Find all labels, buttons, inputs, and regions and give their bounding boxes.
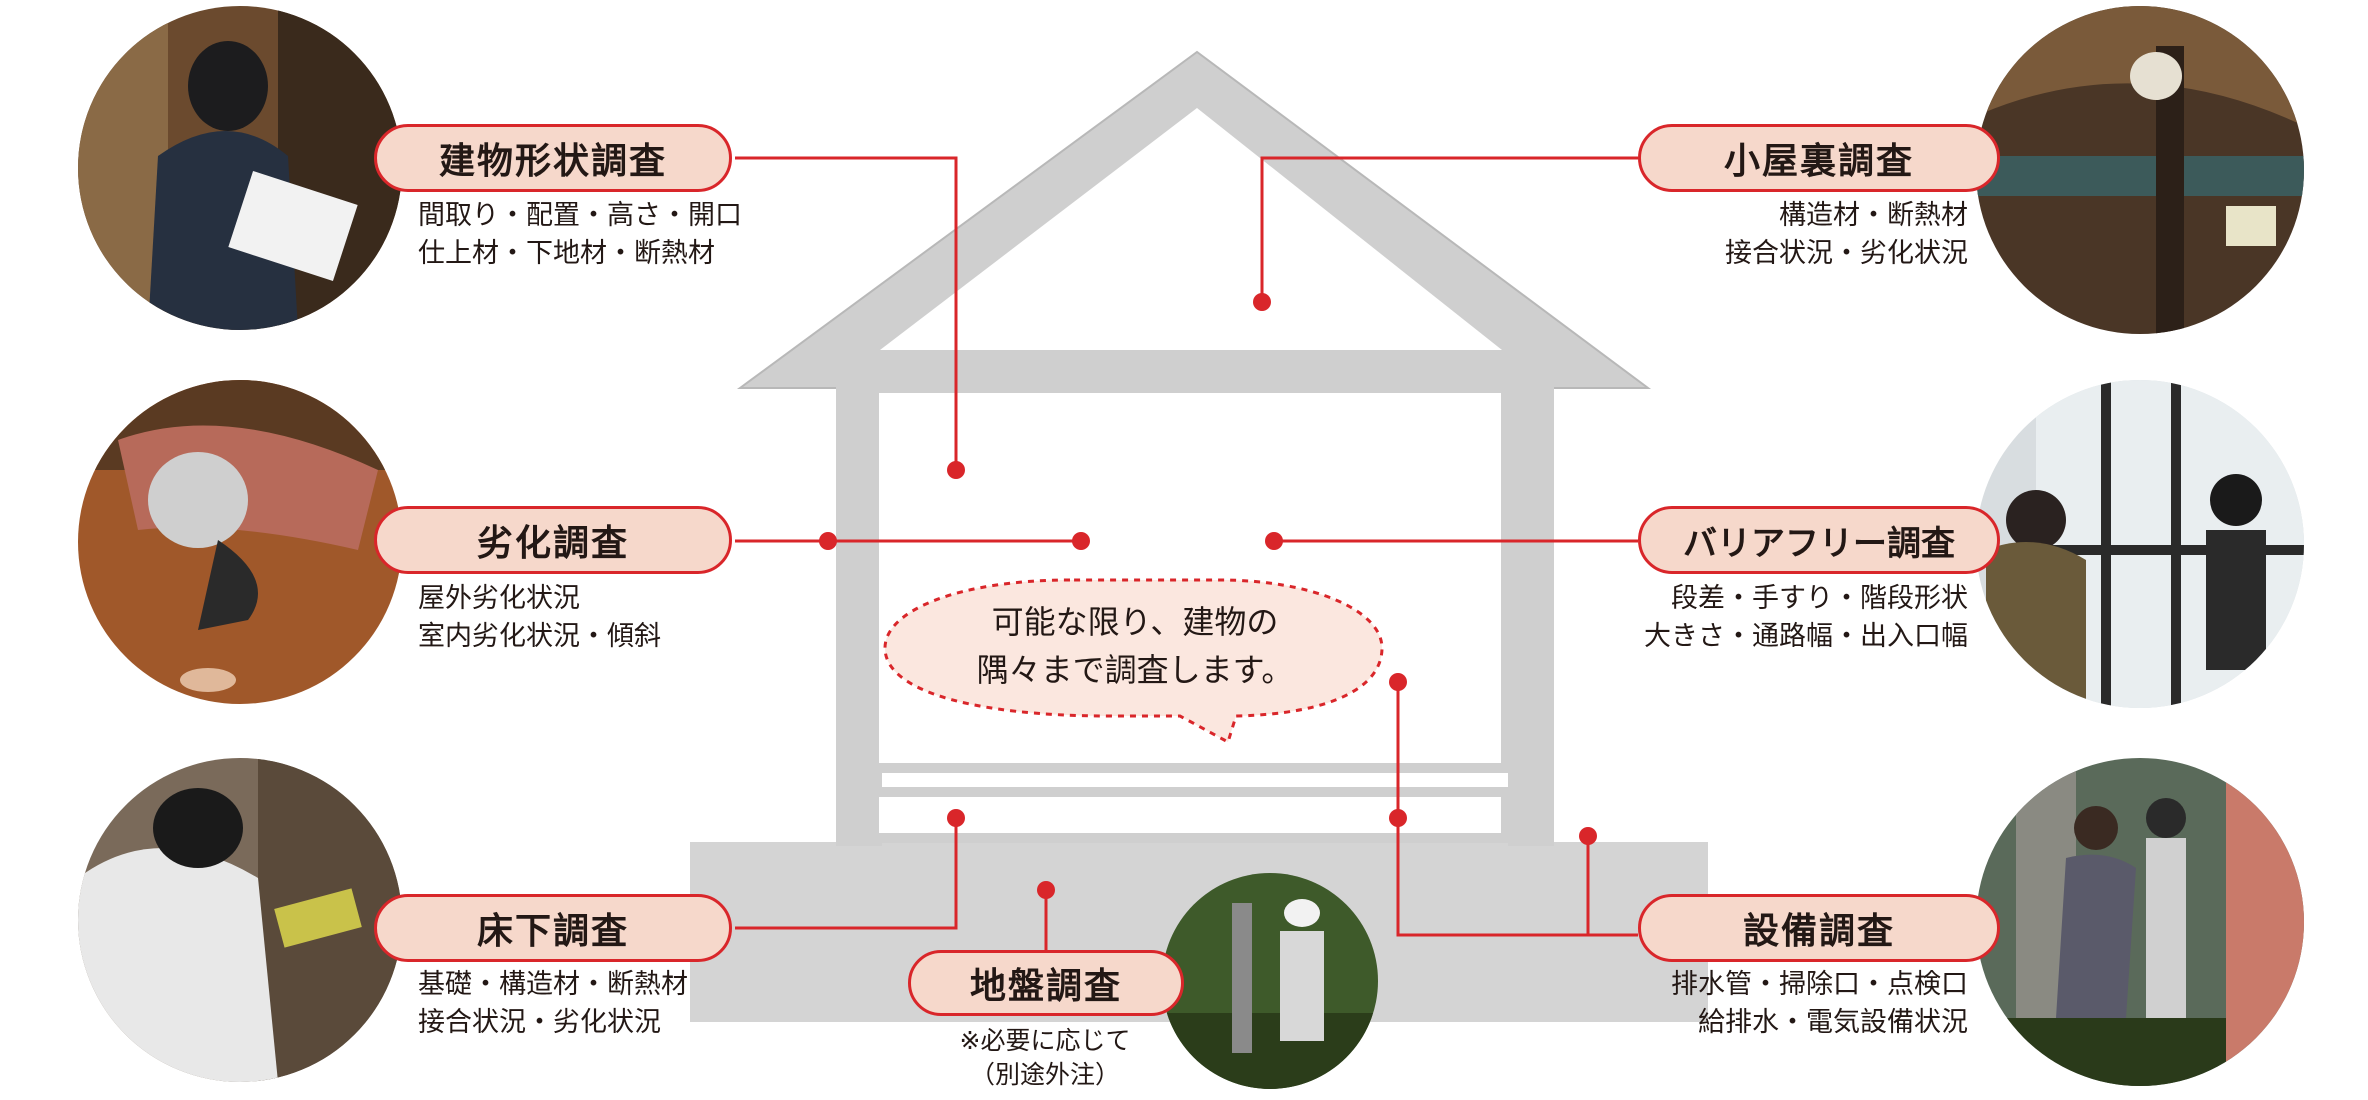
desc-line: 接合状況・劣化状況 xyxy=(1725,238,1968,269)
label-ground-survey: 地盤調査 xyxy=(908,950,1184,1016)
point-dot xyxy=(1389,809,1407,827)
desc-attic-survey: 構造材・断熱材 接合状況・劣化状況 xyxy=(1620,197,1968,273)
point-dot xyxy=(1389,673,1407,691)
label-text: 地盤調査 xyxy=(969,966,1122,1007)
connector-shape xyxy=(735,156,958,470)
desc-line: 間取り・配置・高さ・開口 xyxy=(418,200,742,231)
desc-line: 仕上材・下地材・断熱材 xyxy=(418,238,715,269)
desc-underfloor-survey: 基礎・構造材・断熱材 接合状況・劣化状況 xyxy=(418,966,688,1042)
speech-bubble-text: 可能な限り、建物の 隅々まで調査します。 xyxy=(905,598,1365,694)
speech-bubble xyxy=(883,578,1384,745)
desc-line: 大きさ・通路幅・出入口幅 xyxy=(1644,621,1968,652)
label-underfloor-survey: 床下調査 xyxy=(374,894,732,962)
photo-underfloor-survey xyxy=(78,758,402,1082)
photo-shape-survey xyxy=(78,6,402,330)
connector-underfloor xyxy=(735,818,958,930)
desc-line: 屋外劣化状況 xyxy=(418,583,580,614)
point-dot xyxy=(947,461,965,479)
connector-equipment xyxy=(1396,682,1638,937)
desc-line: 構造材・断熱材 xyxy=(1779,200,1968,231)
photo-deterioration-survey xyxy=(78,380,402,704)
desc-equipment-survey: 排水管・掃除口・点検口 給排水・電気設備状況 xyxy=(1590,966,1968,1042)
desc-line: ※必要に応じて xyxy=(959,1026,1131,1055)
label-text: 建物形状調査 xyxy=(438,141,667,182)
desc-line: 給排水・電気設備状況 xyxy=(1698,1007,1968,1038)
photo-attic-survey xyxy=(1976,6,2304,334)
desc-deterioration-survey: 屋外劣化状況 室内劣化状況・傾斜 xyxy=(418,580,661,656)
desc-line: 室内劣化状況・傾斜 xyxy=(418,621,661,652)
label-text: 設備調査 xyxy=(1742,911,1895,952)
desc-line: 基礎・構造材・断熱材 xyxy=(418,969,688,1000)
right-wall xyxy=(1508,386,1554,846)
attic-space xyxy=(880,108,1502,350)
label-deterioration-survey: 劣化調査 xyxy=(374,506,732,574)
desc-line: 段差・手すり・階段形状 xyxy=(1671,583,1968,614)
desc-ground-survey: ※必要に応じて （別途外注） xyxy=(920,1024,1170,1092)
label-equipment-survey: 設備調査 xyxy=(1638,894,2000,962)
label-attic-survey: 小屋裏調査 xyxy=(1638,124,2000,192)
photo-equipment-survey xyxy=(1976,758,2304,1086)
photo-barrierfree-survey xyxy=(1976,380,2304,708)
desc-line: 排水管・掃除口・点検口 xyxy=(1671,969,1968,1000)
label-text: 劣化調査 xyxy=(476,523,629,564)
point-dot xyxy=(1579,827,1597,845)
point-dot xyxy=(1072,532,1090,550)
connector-attic xyxy=(1260,156,1638,302)
desc-shape-survey: 間取り・配置・高さ・開口 仕上材・下地材・断熱材 xyxy=(418,197,742,273)
label-text: 床下調査 xyxy=(476,911,629,952)
label-barrierfree-survey: バリアフリー調査 xyxy=(1638,506,2000,574)
point-dot xyxy=(1265,532,1283,550)
point-dot xyxy=(947,809,965,827)
label-text: 小屋裏調査 xyxy=(1723,141,1914,182)
desc-barrierfree-survey: 段差・手すり・階段形状 大きさ・通路幅・出入口幅 xyxy=(1590,580,1968,656)
desc-line: 接合状況・劣化状況 xyxy=(418,1007,661,1038)
point-dot xyxy=(819,532,837,550)
photo-ground-survey xyxy=(1162,873,1378,1089)
label-text: バリアフリー調査 xyxy=(1683,523,1955,564)
bubble-line: 可能な限り、建物の xyxy=(991,603,1279,641)
desc-line: （別途外注） xyxy=(969,1060,1120,1089)
bubble-line: 隅々まで調査します。 xyxy=(976,651,1294,689)
point-dot xyxy=(1253,293,1271,311)
floor-frame xyxy=(869,787,1511,843)
label-shape-survey: 建物形状調査 xyxy=(374,124,732,192)
point-dot xyxy=(1037,881,1055,899)
